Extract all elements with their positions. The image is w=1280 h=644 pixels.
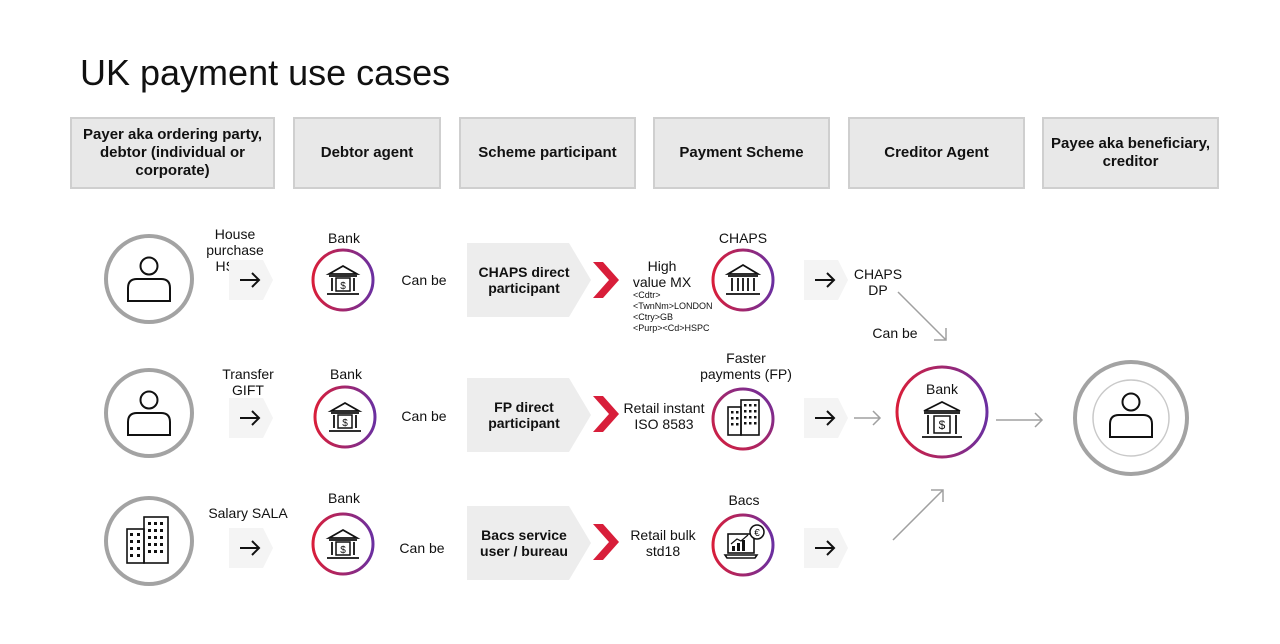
row1-arrow-1 — [227, 258, 275, 302]
header-creditor-agent: Creditor Agent — [848, 117, 1025, 189]
payer-individual-icon — [103, 367, 195, 459]
row2-arrow-2 — [802, 396, 850, 440]
svg-text:$: $ — [342, 418, 348, 429]
page-title: UK payment use cases — [80, 52, 451, 93]
row3-arrow-1 — [227, 526, 275, 570]
gray-arrow-to-payee — [994, 410, 1046, 430]
header-debtor-agent: Debtor agent — [293, 117, 441, 189]
row1-xml: <Cdtr><TwnNm>LONDON<Ctry>GB<Purp><Cd>HSP… — [633, 290, 713, 333]
row2-bank-icon: $ — [313, 385, 377, 449]
row3-can-be: Can be — [399, 540, 445, 556]
diagonal-arrow-up — [885, 478, 955, 548]
row2-scheme-building-icon — [711, 387, 775, 451]
header-payee: Payee aka beneficiary, creditor — [1042, 117, 1219, 189]
row2-can-be: Can be — [401, 408, 447, 424]
row3-participant-shape — [465, 504, 593, 582]
svg-text:$: $ — [939, 418, 946, 432]
header-payment-scheme: Payment Scheme — [653, 117, 830, 189]
row3-agent-label: Bank — [328, 490, 360, 506]
row3-red-chevron-icon — [591, 522, 621, 562]
payer-individual-icon — [103, 233, 195, 325]
row1-participant-shape — [465, 241, 593, 319]
creditor-bank-label: Bank — [926, 381, 958, 397]
row3-scheme-label: Bacs — [728, 492, 760, 508]
payee-icon — [1071, 358, 1191, 478]
row2-arrow-1 — [227, 396, 275, 440]
row3-purpose: Salary SALA — [208, 505, 288, 521]
svg-text:€: € — [754, 528, 760, 539]
header-payer: Payer aka ordering party, debtor (indivi… — [70, 117, 275, 189]
row1-agent-label: Bank — [328, 230, 360, 246]
row1-scheme-bank-icon — [711, 248, 775, 312]
row1-red-chevron-icon — [591, 260, 621, 300]
row1-can-be: Can be — [401, 272, 447, 288]
row2-red-chevron-icon — [591, 394, 621, 434]
svg-text:$: $ — [340, 281, 346, 292]
row1-scheme-label: CHAPS — [718, 230, 768, 246]
creditor-bank-icon: $ — [894, 364, 990, 460]
row1-bank-icon: $ — [311, 248, 375, 312]
row2-participant-shape — [465, 376, 593, 454]
gray-arrow-to-creditor — [852, 408, 884, 428]
row1-arrow-2 — [802, 258, 850, 302]
creditor-can-be: Can be — [872, 325, 918, 341]
row3-arrow-2 — [802, 526, 850, 570]
row3-bank-icon: $ — [311, 512, 375, 576]
diagonal-arrow-down — [890, 284, 960, 354]
row3-scheme-laptop-chart-icon: € — [711, 513, 775, 577]
header-scheme-participant: Scheme participant — [459, 117, 636, 189]
payer-corporate-building-icon — [103, 495, 195, 587]
svg-text:$: $ — [340, 545, 346, 556]
row2-agent-label: Bank — [330, 366, 362, 382]
